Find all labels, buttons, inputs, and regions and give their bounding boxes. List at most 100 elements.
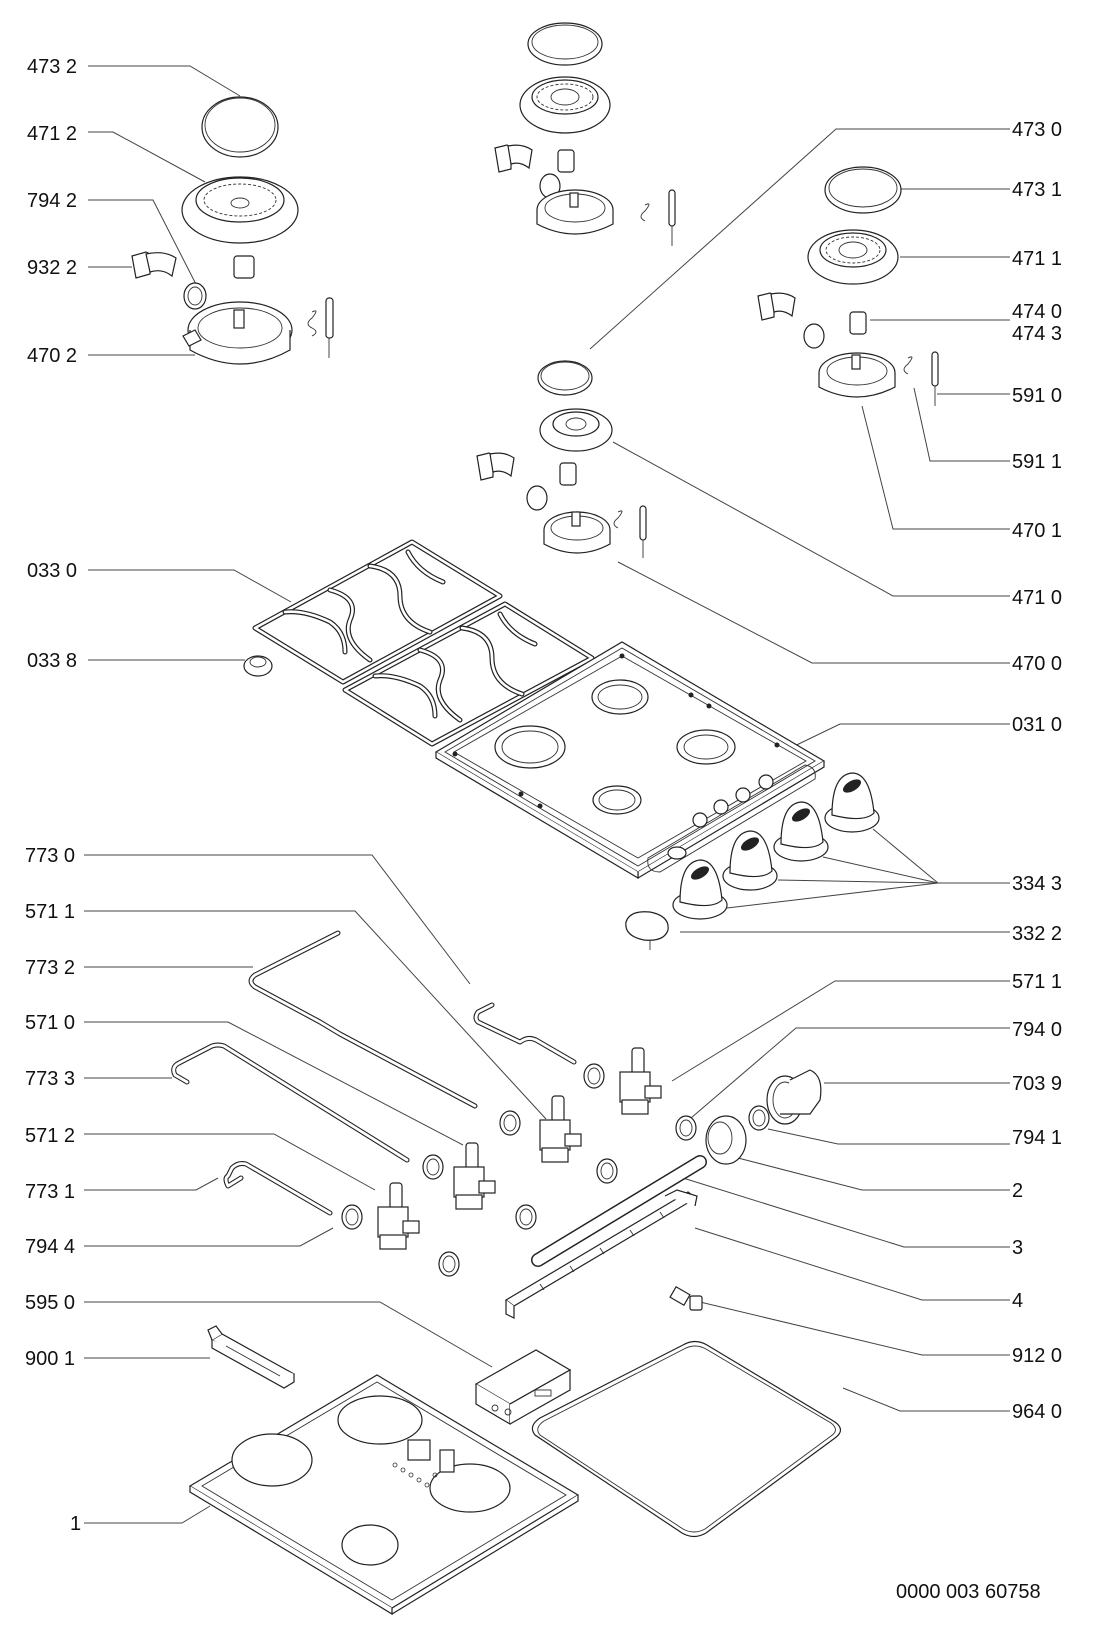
leader-470-1 [861,405,1010,530]
leader-912-0 [699,1301,1010,1356]
gas-tap-571-2 [377,1182,420,1250]
burner-cap-473-1 [824,166,902,214]
seal-ring [515,1204,537,1230]
callout-471-0[interactable]: 471 0 [1012,587,1062,609]
leader-773-0 [84,854,471,985]
injector-474-0 [849,311,867,335]
callout-591-0[interactable]: 591 0 [1012,385,1062,407]
leader-473-2 [88,65,241,97]
pan-supports-033-0 [252,539,595,747]
callout-473-2[interactable]: 473 2 [27,56,77,78]
leader-031-0 [779,723,1010,754]
callout-033-8[interactable]: 033 8 [27,650,77,672]
gas-tap-571-1-left [539,1095,582,1163]
ignition-electrode [325,297,334,339]
callout-474-3[interactable]: 474 3 [1012,323,1062,345]
seal-rings [341,1063,770,1277]
leader-1 [84,1505,211,1524]
knob-2 [773,801,829,862]
ignition-bar-4 [504,1189,698,1319]
callout-773-0[interactable]: 773 0 [25,845,75,867]
nut-2 [705,1115,747,1165]
callout-773-2[interactable]: 773 2 [25,957,75,979]
callout-3[interactable]: 3 [1012,1237,1023,1259]
callout-2[interactable]: 2 [1012,1180,1023,1202]
leader-334-3-b [822,856,939,884]
callout-932-2[interactable]: 932 2 [27,257,77,279]
callout-794-0[interactable]: 794 0 [1012,1019,1062,1041]
callout-964-0[interactable]: 964 0 [1012,1401,1062,1423]
right-callouts: 473 0 473 1 471 1 474 0 474 3 591 0 591 … [1012,119,1062,1423]
callout-571-0[interactable]: 571 0 [25,1012,75,1034]
seal-ring [422,1154,444,1180]
callout-473-1[interactable]: 473 1 [1012,179,1062,201]
callout-1[interactable]: 1 [70,1513,81,1535]
leader-591-1 [913,387,1010,462]
hob-burner-openings [494,679,736,815]
callout-912-0[interactable]: 912 0 [1012,1345,1062,1367]
burner-cap-473-2 [201,96,279,158]
burner-assembly-2 [131,96,334,365]
leader-773-1 [84,1177,219,1191]
callout-794-4[interactable]: 794 4 [25,1236,75,1258]
leader-470-0 [617,561,1010,664]
left-callouts: 473 2 471 2 794 2 932 2 470 2 033 0 033 … [25,56,81,1535]
callout-571-2[interactable]: 571 2 [25,1125,75,1147]
leader-3 [682,1177,1010,1248]
rubber-foot-033-8 [243,655,273,677]
burner-mount-plate [231,1433,313,1487]
gas-pipes [171,930,577,1216]
gas-pipe-773-1 [223,1161,333,1216]
burner-assembly-top-centre [494,22,676,246]
leader-571-1-right [671,980,1010,1082]
leader-334-3-a [872,828,939,884]
document-number: 0000 003 60758 [896,1581,1041,1603]
callout-773-1[interactable]: 773 1 [25,1181,75,1203]
leader-473-0 [589,128,1010,350]
mounting-clamp-900-1 [207,1325,296,1389]
burner-mount-plate [337,1395,423,1445]
callout-4[interactable]: 4 [1012,1290,1023,1312]
callout-473-0[interactable]: 473 0 [1012,119,1062,141]
gas-taps [377,1047,662,1250]
seal-ring [438,1251,460,1277]
knob-3 [722,830,778,891]
callout-471-1[interactable]: 471 1 [1012,248,1062,270]
leader-471-0 [612,441,1010,597]
knob-4 [672,859,728,920]
callout-571-1-right[interactable]: 571 1 [1012,971,1062,993]
injector-474-2 [233,255,255,279]
callout-470-2[interactable]: 470 2 [27,345,77,367]
gas-inlet-elbow-703-9 [766,1069,822,1125]
burner-mount-plate [341,1524,399,1566]
burner-assembly-1 [757,166,939,406]
leader-794-0 [690,1027,1010,1119]
callout-332-2[interactable]: 332 2 [1012,923,1062,945]
callout-470-0[interactable]: 470 0 [1012,653,1062,675]
callout-794-1[interactable]: 794 1 [1012,1127,1062,1149]
callout-031-0[interactable]: 031 0 [1012,714,1062,736]
callout-033-0[interactable]: 033 0 [27,560,77,582]
burner-assembly-0 [476,360,647,558]
callout-571-1-left[interactable]: 571 1 [25,901,75,923]
callout-471-2[interactable]: 471 2 [27,123,77,145]
callout-900-1[interactable]: 900 1 [25,1348,75,1370]
callout-334-3[interactable]: 334 3 [1012,873,1062,895]
callout-703-9[interactable]: 703 9 [1012,1073,1062,1095]
callout-595-0[interactable]: 595 0 [25,1292,75,1314]
button-cap-332-2 [625,911,669,950]
electrode-591-0 [931,351,939,387]
callout-474-0[interactable]: 474 0 [1012,301,1062,323]
burner-cap-top-centre [527,22,603,66]
burner-cap-473-0 [537,360,593,396]
callout-591-1[interactable]: 591 1 [1012,451,1062,473]
seal-ring [583,1063,605,1089]
gas-tap-571-1-right [619,1047,662,1115]
leader-334-3-d [726,882,939,909]
callout-470-1[interactable]: 470 1 [1012,520,1062,542]
leader-794-1 [767,1128,1010,1145]
burner-mount-plate [429,1463,511,1513]
callout-794-2[interactable]: 794 2 [27,190,77,212]
callout-773-3[interactable]: 773 3 [25,1068,75,1090]
